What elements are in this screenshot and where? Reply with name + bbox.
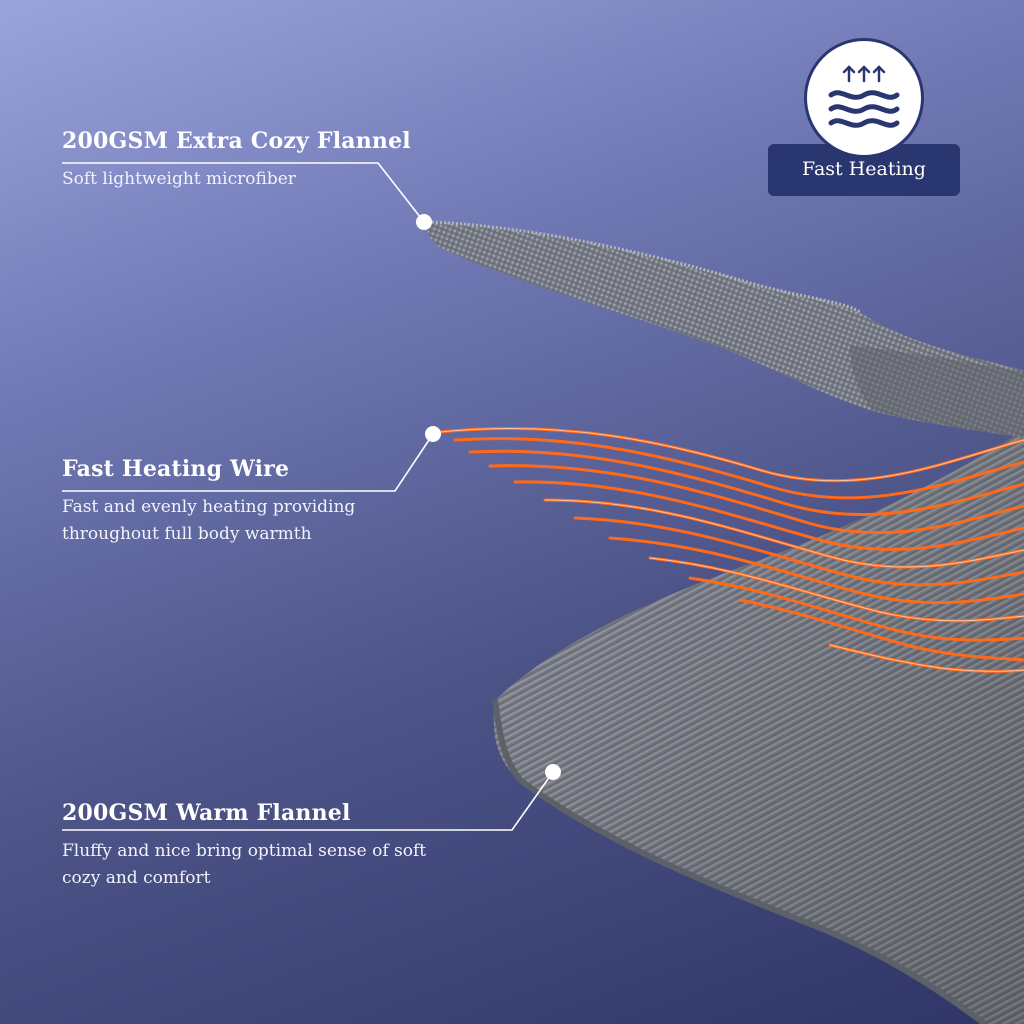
callout-warm-flannel: 200GSM Warm Flannel Fluffy and nice brin… (62, 800, 426, 892)
fast-heating-badge: Fast Heating (768, 38, 960, 196)
leader-dots (416, 214, 561, 780)
callout-extra-cozy-flannel: 200GSM Extra Cozy Flannel Soft lightweig… (62, 128, 411, 193)
top-flannel-layer (427, 220, 1024, 438)
callout-title: Fast Heating Wire (62, 456, 290, 482)
bottom-flannel-layer (492, 430, 1024, 1024)
callout-title: 200GSM Extra Cozy Flannel (62, 128, 411, 154)
description-line: throughout full body warmth (62, 524, 312, 544)
description-line: Fluffy and nice bring optimal sense of s… (62, 841, 427, 861)
leader-lines (62, 162, 554, 831)
callout-fast-heating-wire: Fast Heating Wire Fast and evenly heatin… (62, 456, 355, 548)
badge-label-box: Fast Heating (768, 144, 960, 196)
callout-title: 200GSM Warm Flannel (62, 800, 351, 826)
callout-description: Soft lightweight microfiber (62, 169, 296, 189)
callout-description: Fast and evenly heating providing throug… (62, 494, 355, 548)
badge-label: Fast Heating (802, 158, 926, 180)
description-line: Fast and evenly heating providing (62, 497, 356, 517)
callout-description: Fluffy and nice bring optimal sense of s… (62, 838, 426, 892)
heating-wire-layer (438, 426, 1024, 673)
heat-waves-icon (804, 38, 924, 158)
description-line: cozy and comfort (62, 868, 211, 888)
